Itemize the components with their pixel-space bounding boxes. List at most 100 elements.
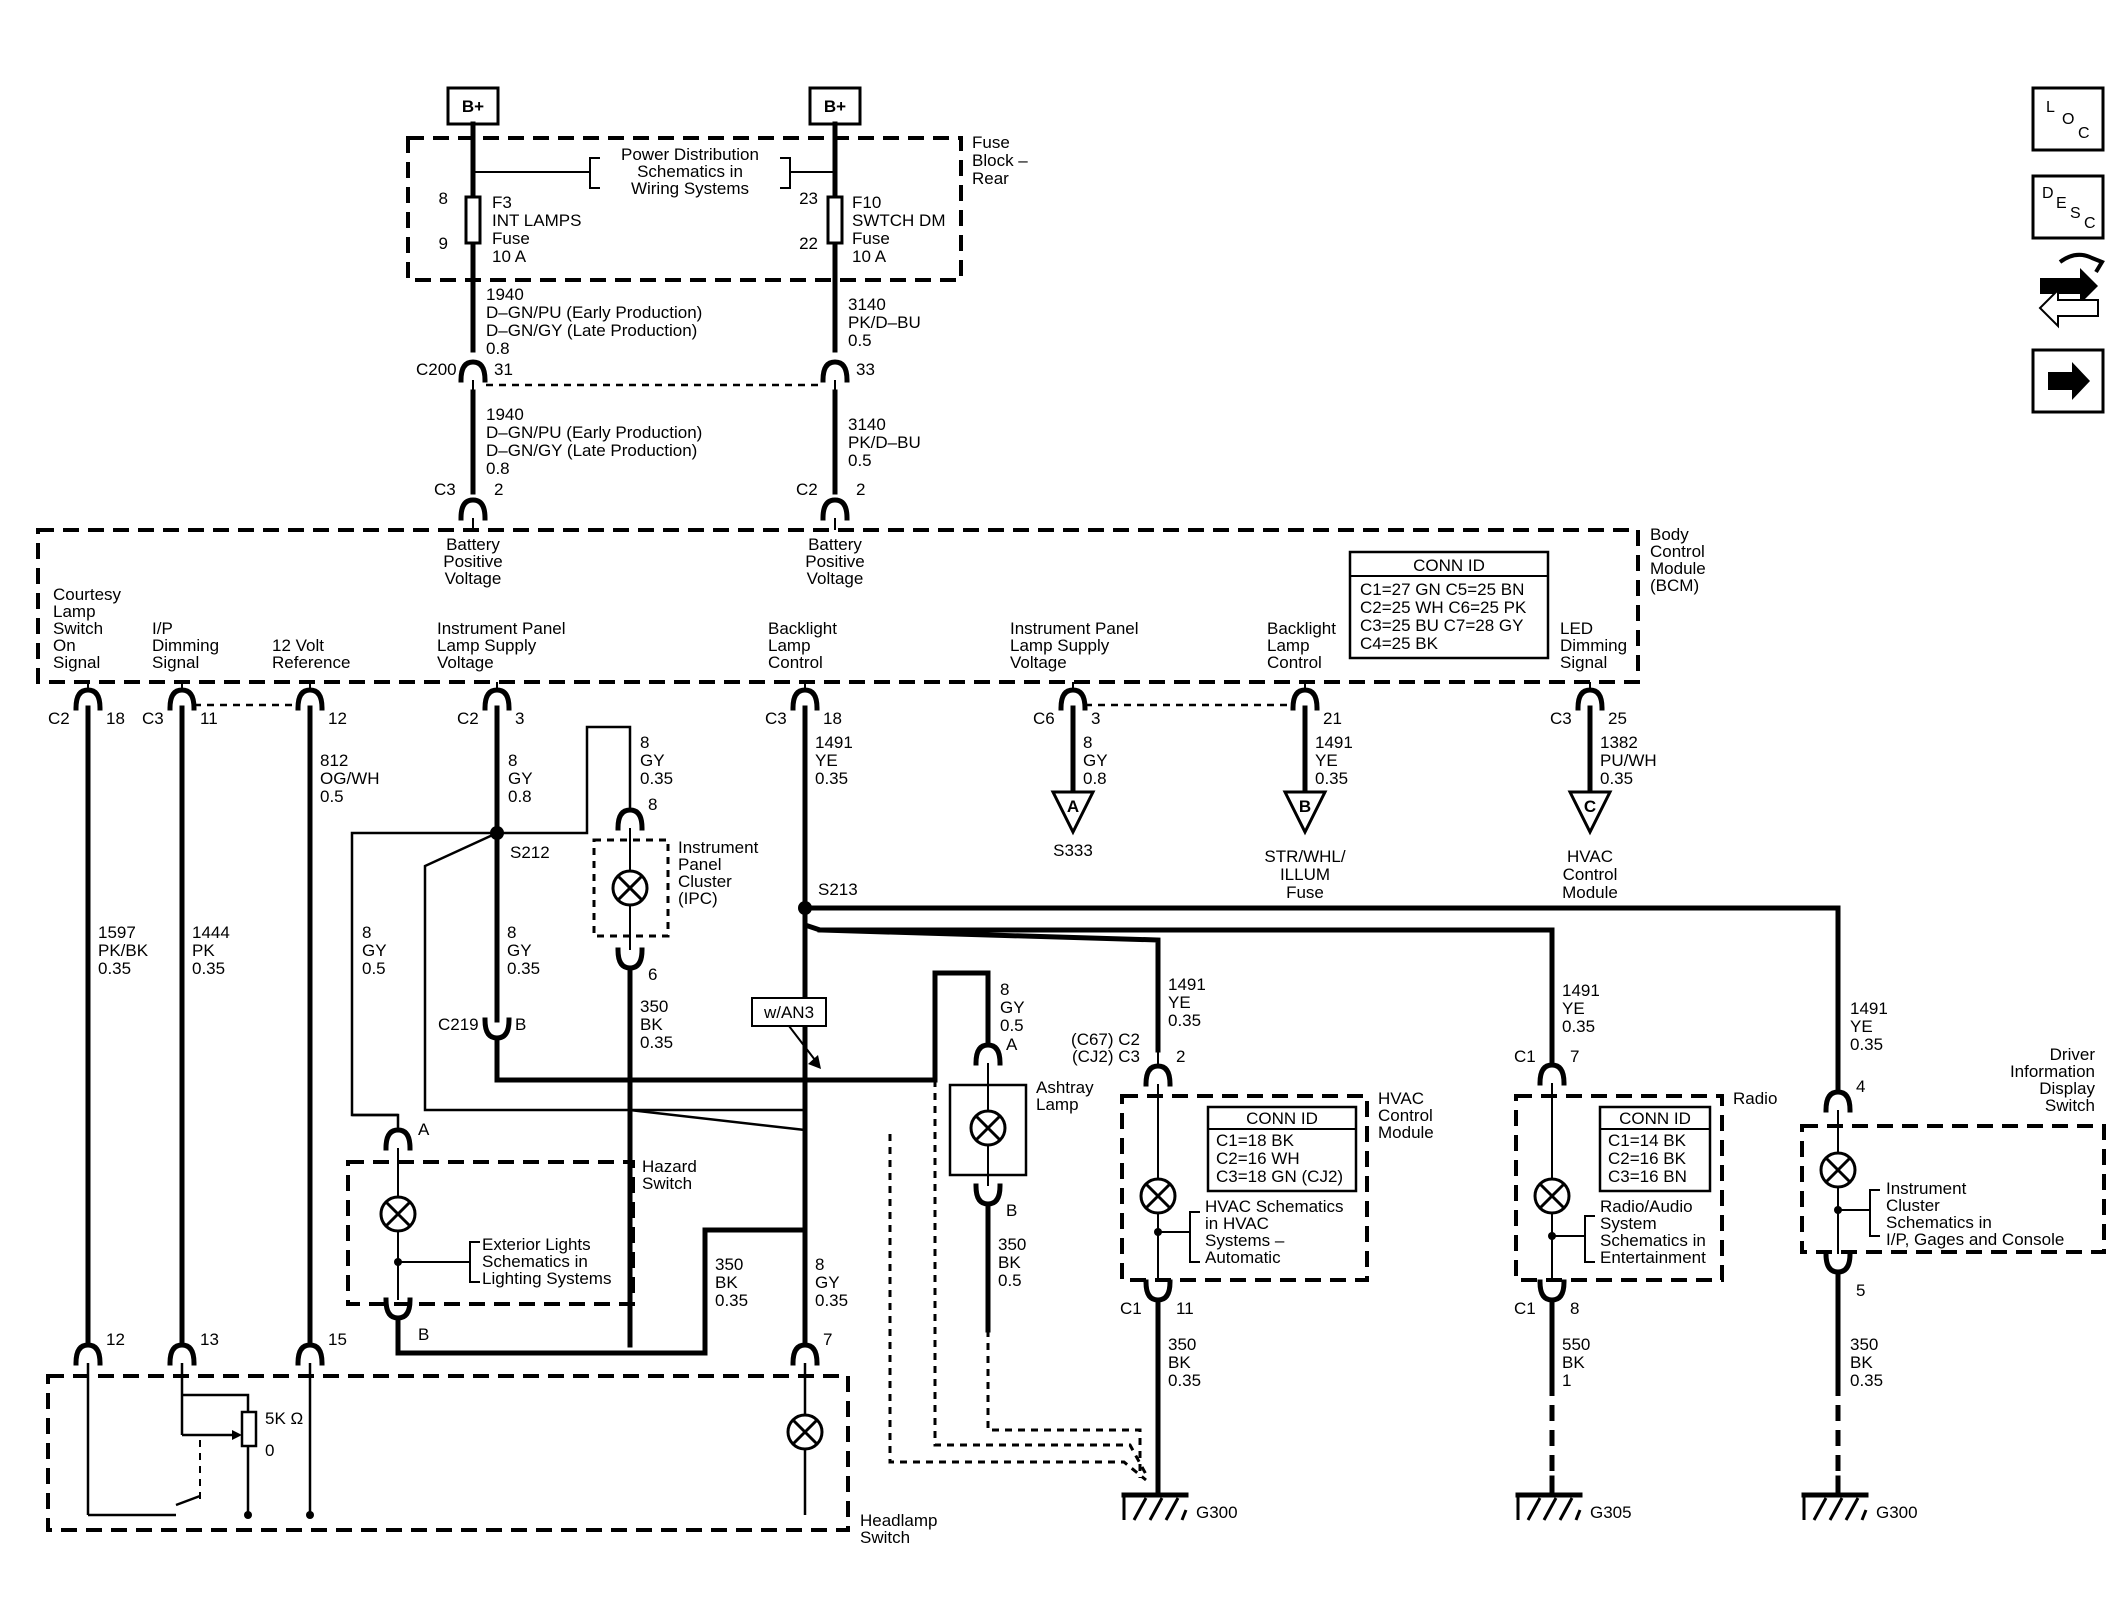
svg-text:Block –: Block –: [972, 151, 1028, 170]
svg-text:INT LAMPS: INT LAMPS: [492, 211, 581, 230]
svg-text:GY: GY: [508, 769, 533, 788]
svg-text:C1: C1: [1514, 1299, 1536, 1318]
svg-text:0.5: 0.5: [1000, 1016, 1024, 1035]
svg-text:CONN ID: CONN ID: [1246, 1109, 1318, 1128]
svg-text:Wiring Systems: Wiring Systems: [631, 179, 749, 198]
svg-text:7: 7: [1570, 1047, 1579, 1066]
svg-text:CONN ID: CONN ID: [1413, 556, 1485, 575]
ashtray-pin-bot: B: [1006, 1201, 1017, 1220]
svg-text:2: 2: [1176, 1047, 1185, 1066]
fuse-f3: [464, 195, 482, 245]
wire-1491-b: 1491 YE 0.35: [1315, 733, 1353, 788]
svg-text:350: 350: [640, 997, 668, 1016]
svg-text:Control: Control: [768, 653, 823, 672]
svg-text:Lamp Supply: Lamp Supply: [1010, 636, 1110, 655]
wire-350-ashtray: 350 BK 0.5: [998, 1235, 1026, 1290]
svg-text:B+: B+: [462, 97, 484, 116]
wire-1491-radio: 1491 YE 0.35: [1562, 981, 1600, 1036]
bcm-signal-backlight-2: Backlight Lamp Control: [1267, 619, 1336, 672]
svg-text:(CJ2) C3: (CJ2) C3: [1072, 1047, 1140, 1066]
svg-text:Lamp: Lamp: [768, 636, 811, 655]
svg-text:C: C: [2078, 125, 2090, 142]
svg-text:BK: BK: [998, 1253, 1021, 1272]
svg-text:21: 21: [1323, 709, 1342, 728]
bcm-battery-voltage-left: Battery Positive Voltage: [443, 535, 503, 588]
svg-text:Fuse: Fuse: [1286, 883, 1324, 902]
svg-text:0.5: 0.5: [848, 331, 872, 350]
wrench-arrows-icon[interactable]: [2038, 252, 2105, 329]
svg-text:PK/D–BU: PK/D–BU: [848, 313, 921, 332]
svg-text:Schematics in: Schematics in: [637, 162, 743, 181]
svg-text:Cluster: Cluster: [678, 872, 732, 891]
fuse-f10: [826, 195, 844, 245]
radio-conn-id: CONN ID C1=14 BK C2=16 BK C3=16 BN: [1598, 1105, 1712, 1193]
svg-text:D–GN/PU (Early Production): D–GN/PU (Early Production): [486, 423, 702, 442]
svg-text:Switch: Switch: [642, 1174, 692, 1193]
svg-text:(IPC): (IPC): [678, 889, 718, 908]
svg-text:PK: PK: [192, 941, 215, 960]
svg-text:Lamp: Lamp: [53, 602, 96, 621]
svg-text:Exterior Lights: Exterior Lights: [482, 1235, 591, 1254]
svg-text:31: 31: [494, 360, 513, 379]
ref-c-hvac: C HVAC Control Module: [1562, 790, 1618, 902]
ground-g305: G305: [1515, 1475, 1632, 1522]
headlamp-resistor-label: 5K Ω: [265, 1409, 303, 1428]
svg-text:0.5: 0.5: [998, 1271, 1022, 1290]
svg-text:BK: BK: [715, 1273, 738, 1292]
loc-icon[interactable]: L O C: [2031, 86, 2105, 152]
dids-pin-top-label: 4: [1856, 1077, 1865, 1096]
dids-label: Driver Information Display Switch: [2010, 1045, 2096, 1115]
svg-text:18: 18: [823, 709, 842, 728]
svg-text:0.35: 0.35: [640, 1033, 673, 1052]
svg-text:1: 1: [1562, 1371, 1571, 1390]
svg-text:22: 22: [799, 234, 818, 253]
svg-text:8: 8: [1000, 980, 1009, 999]
svg-text:C1: C1: [1514, 1047, 1536, 1066]
fuse-block-outline: [406, 136, 963, 282]
svg-text:25: 25: [1608, 709, 1627, 728]
radio-pin-top: [1537, 1062, 1567, 1086]
svg-text:Instrument Panel: Instrument Panel: [437, 619, 566, 638]
bcm-signal-courtesy: Courtesy Lamp Switch On Signal: [53, 585, 122, 672]
svg-text:Signal: Signal: [152, 653, 199, 672]
svg-text:1491: 1491: [1168, 975, 1206, 994]
svg-text:C3=25 BU C7=28 GY: C3=25 BU C7=28 GY: [1360, 616, 1523, 635]
desc-icon[interactable]: D E S C: [2031, 174, 2105, 240]
svg-text:8: 8: [508, 751, 517, 770]
ipc-outline: [592, 838, 670, 938]
svg-text:C1=14 BK: C1=14 BK: [1608, 1131, 1687, 1150]
svg-text:Radio/Audio: Radio/Audio: [1600, 1197, 1693, 1216]
svg-text:550: 550: [1562, 1335, 1590, 1354]
svg-text:SWTCH DM: SWTCH DM: [852, 211, 945, 230]
ipc-pin-top: 8: [648, 795, 657, 814]
svg-text:Cluster: Cluster: [1886, 1196, 1940, 1215]
bcm-c3-pin-2: [458, 497, 488, 521]
svg-text:C3=16 BN: C3=16 BN: [1608, 1167, 1687, 1186]
svg-text:Positive: Positive: [443, 552, 503, 571]
svg-text:Control: Control: [1650, 542, 1705, 561]
svg-text:G300: G300: [1196, 1503, 1238, 1522]
svg-text:YE: YE: [1850, 1017, 1873, 1036]
fuse-block-label: Fuse Block – Rear: [972, 133, 1028, 188]
wire-8gy-08-a: 8 GY 0.8: [508, 751, 533, 806]
svg-text:C3: C3: [765, 709, 787, 728]
svg-text:8: 8: [640, 733, 649, 752]
c200-label: C200 31 33: [416, 360, 875, 379]
arrow-right-icon[interactable]: [2031, 348, 2105, 414]
power-distribution-ref: Power Distribution Schematics in Wiring …: [621, 145, 759, 198]
ashtray-pin-top: A: [1006, 1035, 1018, 1054]
svg-text:0.35: 0.35: [192, 959, 225, 978]
radio-bot-conn-label: C1 8: [1514, 1299, 1579, 1318]
svg-text:Control: Control: [1563, 865, 1618, 884]
svg-text:Backlight: Backlight: [1267, 619, 1336, 638]
ground-g300-right: G300: [1801, 1475, 1918, 1522]
svg-text:YE: YE: [1168, 993, 1191, 1012]
svg-text:BK: BK: [1168, 1353, 1191, 1372]
wire-1940-upper: 1940 D–GN/PU (Early Production) D–GN/GY …: [486, 285, 702, 358]
hvac-top-conn-label: (C67) C2 (CJ2) C3 2: [1071, 1030, 1185, 1066]
ref-b-str-whl-illum-fuse: B STR/WHL/ ILLUM Fuse: [1264, 790, 1346, 902]
svg-text:11: 11: [200, 709, 218, 728]
svg-text:Lamp Supply: Lamp Supply: [437, 636, 537, 655]
hvac-schematics-ref: HVAC Schematics in HVAC Systems – Automa…: [1205, 1197, 1344, 1267]
bplus-right: B+: [808, 86, 862, 126]
